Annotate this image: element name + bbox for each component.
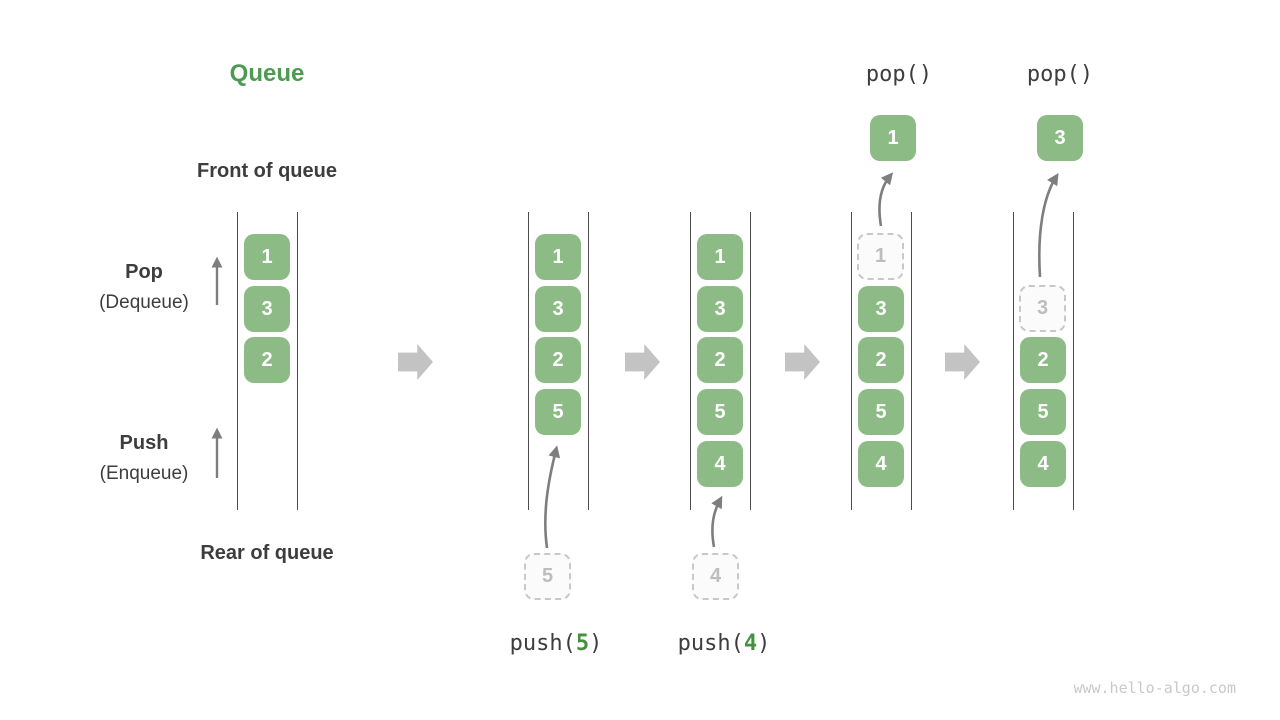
push-5-suffix: ) bbox=[589, 631, 603, 656]
queue-element-ghost: 1 bbox=[857, 233, 904, 280]
push-5-prefix: push( bbox=[509, 631, 576, 656]
push-5-label: push(5) bbox=[510, 631, 603, 656]
step-arrow-3 bbox=[785, 344, 820, 380]
watermark: www.hello-algo.com bbox=[1073, 679, 1236, 697]
queue-element: 1 bbox=[697, 234, 743, 280]
queue-state-4: 1 3 2 5 4 bbox=[851, 212, 912, 510]
pop-operation-subtitle: (Dequeue) bbox=[99, 292, 189, 313]
queue-element: 4 bbox=[697, 441, 743, 487]
push-operation-subtitle: (Enqueue) bbox=[99, 463, 189, 484]
pop-label-1: pop() bbox=[865, 62, 933, 87]
step-arrow-4 bbox=[945, 344, 980, 380]
queue-element: 2 bbox=[535, 337, 581, 383]
queue-element: 5 bbox=[1020, 389, 1066, 435]
queue-element: 5 bbox=[697, 389, 743, 435]
queue-element: 5 bbox=[535, 389, 581, 435]
queue-state-5: 3 2 5 4 bbox=[1013, 212, 1074, 510]
pop-operation-label: Pop (Dequeue) bbox=[99, 261, 189, 314]
queue-element: 3 bbox=[535, 286, 581, 332]
push-5-value: 5 bbox=[575, 631, 590, 656]
queue-element: 2 bbox=[858, 337, 904, 383]
queue-element: 2 bbox=[1020, 337, 1066, 383]
front-of-queue-label: Front of queue bbox=[197, 160, 337, 182]
step-arrow-2 bbox=[625, 344, 660, 380]
queue-element: 3 bbox=[244, 286, 290, 332]
rear-of-queue-label: Rear of queue bbox=[200, 542, 334, 564]
push-operation-name: Push bbox=[119, 432, 169, 454]
popped-element-3: 3 bbox=[1037, 115, 1083, 161]
queue-element-ghost: 3 bbox=[1019, 285, 1066, 332]
incoming-element-4: 4 bbox=[692, 553, 739, 600]
pop-operation-name: Pop bbox=[125, 261, 163, 283]
pop-label-2: pop() bbox=[1026, 62, 1094, 87]
queue-element: 2 bbox=[697, 337, 743, 383]
incoming-element-5: 5 bbox=[524, 553, 571, 600]
queue-element: 1 bbox=[535, 234, 581, 280]
queue-element: 4 bbox=[858, 441, 904, 487]
queue-state-3: 1 3 2 5 4 bbox=[690, 212, 751, 510]
push-4-value: 4 bbox=[743, 631, 758, 656]
queue-element: 3 bbox=[858, 286, 904, 332]
push-4-prefix: push( bbox=[677, 631, 744, 656]
queue-element: 2 bbox=[244, 337, 290, 383]
push-4-suffix: ) bbox=[757, 631, 771, 656]
queue-state-2: 1 3 2 5 bbox=[528, 212, 589, 510]
step-arrow-1 bbox=[398, 344, 433, 380]
queue-element: 3 bbox=[697, 286, 743, 332]
push-operation-label: Push (Enqueue) bbox=[100, 432, 189, 485]
diagram-title: Queue bbox=[229, 60, 305, 87]
push-4-label: push(4) bbox=[678, 631, 771, 656]
popped-element-1: 1 bbox=[870, 115, 916, 161]
queue-element: 5 bbox=[858, 389, 904, 435]
queue-state-1: 1 3 2 bbox=[237, 212, 298, 510]
queue-element: 1 bbox=[244, 234, 290, 280]
queue-element: 4 bbox=[1020, 441, 1066, 487]
